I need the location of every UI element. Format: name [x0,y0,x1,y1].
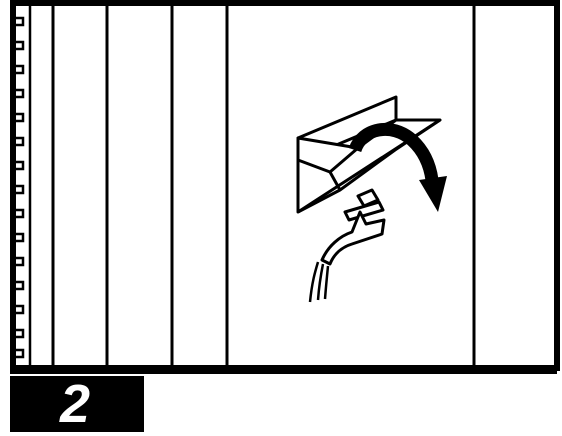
step-number: 2 [60,372,90,436]
step-badge: 2 [10,376,144,432]
